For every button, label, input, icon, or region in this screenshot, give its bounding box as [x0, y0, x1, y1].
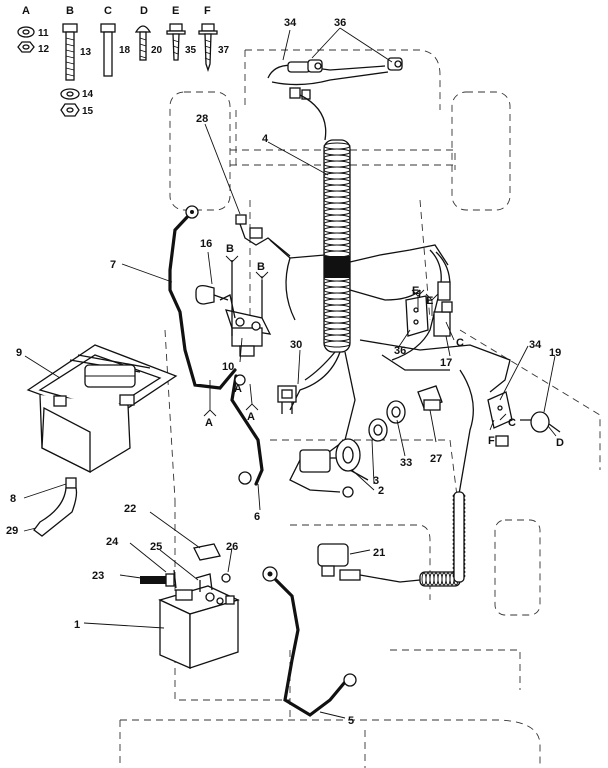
hw-num-20: 20	[151, 45, 163, 56]
callout-24: 24	[106, 536, 119, 548]
conn-e-left: E	[412, 285, 419, 297]
callout-9: 8	[10, 493, 16, 505]
hw-num-37: 37	[218, 45, 230, 56]
hex-bolt-icon	[100, 23, 116, 77]
hex-bolt-with-washer-and-nut-icon	[60, 23, 80, 117]
callout-30: 33	[400, 457, 412, 469]
conn-c-upper: C	[456, 337, 464, 349]
lock-washer-icon	[386, 400, 406, 424]
callout-25: 25	[150, 541, 162, 553]
callout-32: 34	[284, 17, 297, 29]
hw-letter-e: E	[172, 5, 179, 17]
callout-16: 16	[200, 238, 212, 250]
headlight-bulb-icon	[307, 57, 403, 73]
solenoid-icon	[219, 260, 272, 357]
negative-battery-cable-icon	[262, 566, 357, 717]
conn-a-right: A	[247, 411, 255, 423]
conn-b-left: B	[226, 243, 234, 255]
hw-letter-d: D	[140, 5, 148, 17]
battery-strap-icon	[173, 569, 177, 589]
ground-cable-icon	[168, 205, 237, 390]
carriage-bolt-icon	[134, 25, 152, 61]
switch-nut-icon	[368, 418, 388, 442]
switch-bracket-icon	[405, 295, 429, 337]
callout-6: 6	[254, 511, 260, 523]
callout-1: 1	[74, 619, 80, 631]
callout-17: 17	[440, 357, 452, 369]
callout-29: 29	[6, 525, 18, 537]
terminal-nut-icon	[221, 573, 231, 583]
callout-27: 27	[430, 453, 442, 465]
fuse-holder-icon	[520, 411, 561, 433]
hw-num-11: 11	[38, 28, 49, 39]
callout-5: 5	[348, 715, 354, 727]
flanged-screw-icon	[166, 23, 186, 61]
callout-2: 2	[378, 485, 384, 497]
callout-31: 30	[290, 339, 302, 351]
hw-letter-c: C	[104, 5, 112, 17]
hw-num-18: 18	[119, 45, 131, 56]
conn-f: F	[488, 435, 495, 447]
hold-down-rod-icon	[140, 573, 175, 587]
callout-8: 9	[16, 347, 22, 359]
conn-c-lower: C	[508, 417, 516, 429]
callout-36: 36	[394, 345, 406, 357]
self-tapping-screw-icon	[198, 23, 218, 73]
terminal-bolt-icon	[195, 573, 213, 592]
conn-d: D	[556, 437, 564, 449]
callout-23: 23	[92, 570, 104, 582]
callout-19: 19	[549, 347, 561, 359]
callout-26: 26	[226, 541, 238, 553]
leader-lines	[23, 27, 557, 719]
hw-letter-f: F	[204, 5, 211, 17]
terminal-boot-icon	[195, 284, 229, 305]
conn-a-left: A	[205, 417, 213, 429]
drain-fitting-icon	[65, 477, 77, 489]
callout-3: 3	[373, 475, 379, 487]
mounting-bracket-icon	[487, 391, 513, 447]
callout-22: 22	[124, 503, 136, 515]
hw-num-15: 15	[82, 106, 94, 117]
hw-num-13: 13	[80, 47, 92, 58]
positive-battery-cable-icon	[230, 374, 264, 486]
callout-4: 4	[262, 133, 269, 145]
terminal-cover-icon	[193, 543, 221, 561]
hw-letter-a: A	[22, 5, 30, 17]
battery-tray-icon	[26, 344, 178, 474]
seat-switch-icon	[277, 385, 297, 414]
hw-num-35: 35	[185, 45, 197, 56]
hardware-key: A 11 12 B 13 14 15 C 18 D	[17, 5, 230, 117]
washer-and-nut-icon	[17, 26, 35, 53]
hw-num-14: 14	[82, 89, 94, 100]
pto-switch-icon	[317, 491, 466, 587]
callout-34: 34	[529, 339, 542, 351]
drain-tube-icon	[33, 487, 78, 537]
conn-b-right: B	[257, 261, 265, 273]
connection-marks: B B A A A E E C C F D	[205, 243, 564, 449]
chassis-outline	[119, 49, 601, 768]
interlock-switch-icon	[433, 281, 453, 337]
headlight-harness-icon	[267, 61, 389, 141]
callout-10: 10	[222, 361, 234, 373]
ignition-switch-icon	[299, 438, 361, 473]
connector-icon	[235, 214, 291, 257]
callout-21: 21	[373, 547, 385, 559]
callout-labels: 34 36 28 4 16 7 9 10 30 36 17 34 19 33 2…	[6, 17, 561, 727]
wiring-harness-icon	[323, 139, 351, 353]
conn-e-right: E	[426, 295, 433, 307]
callout-28: 28	[196, 113, 208, 125]
relay-icon	[417, 385, 443, 411]
harness-wires	[269, 239, 511, 501]
hw-letter-b: B	[66, 5, 74, 17]
callout-7: 7	[110, 259, 116, 271]
battery-icon	[158, 585, 240, 669]
hw-num-12: 12	[38, 44, 50, 55]
conn-a-mid: A	[234, 383, 242, 395]
callout-33: 36	[334, 17, 346, 29]
